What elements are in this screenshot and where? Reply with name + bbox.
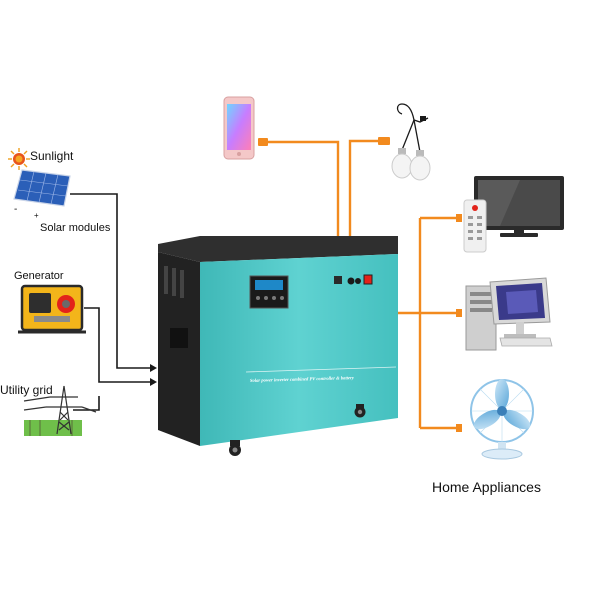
plug-heads: [258, 137, 462, 432]
bulb-wire: [348, 139, 380, 276]
phone-wire: [268, 140, 340, 276]
fan-plug: [456, 424, 462, 432]
input-wires: [70, 193, 150, 411]
desktop-pc-icon: [465, 277, 553, 351]
phone-plug: [258, 138, 268, 146]
power-switch: [363, 274, 373, 285]
bulb-plug: [378, 137, 390, 145]
caster-wheels: [229, 404, 366, 456]
output-sockets: [334, 276, 361, 285]
smartphone-icon: [223, 96, 255, 160]
generator-icon: [18, 284, 86, 334]
generator-wire: [84, 307, 150, 383]
solar-panel-icon: [13, 169, 71, 207]
home-appliances-label: Home Appliances: [432, 479, 541, 495]
remote-control-icon: [463, 199, 487, 253]
grid-wire: [73, 396, 100, 411]
led-bulb-icon: [391, 103, 431, 181]
tv-icon: [474, 176, 564, 237]
input-arrows: [150, 364, 157, 386]
solar-plus-sign: +: [34, 211, 39, 220]
utility-tower-icon: [23, 385, 97, 436]
electric-fan-icon: [470, 379, 534, 460]
inverter-unit: Solar power inverter combined PV control…: [158, 236, 398, 456]
unit-panel-text: Solar power inverter combined PV control…: [250, 375, 355, 383]
unit-top: [158, 236, 398, 262]
pc-plug: [456, 309, 462, 317]
generator-label: Generator: [14, 270, 64, 282]
sunlight-label: Sunlight: [30, 149, 74, 163]
tv-plug: [456, 214, 462, 222]
side-vents: [164, 266, 188, 348]
output-wires: [268, 139, 458, 430]
arrow-generator: [150, 378, 157, 386]
utility-grid-label: Utility grid: [0, 383, 53, 397]
unit-side: [158, 252, 200, 446]
sun-icon: [8, 148, 30, 170]
solar-modules-label: Solar modules: [40, 222, 111, 234]
arrow-solar: [150, 364, 157, 372]
solar-minus-sign: -: [14, 204, 17, 215]
solar-wire: [70, 193, 150, 369]
